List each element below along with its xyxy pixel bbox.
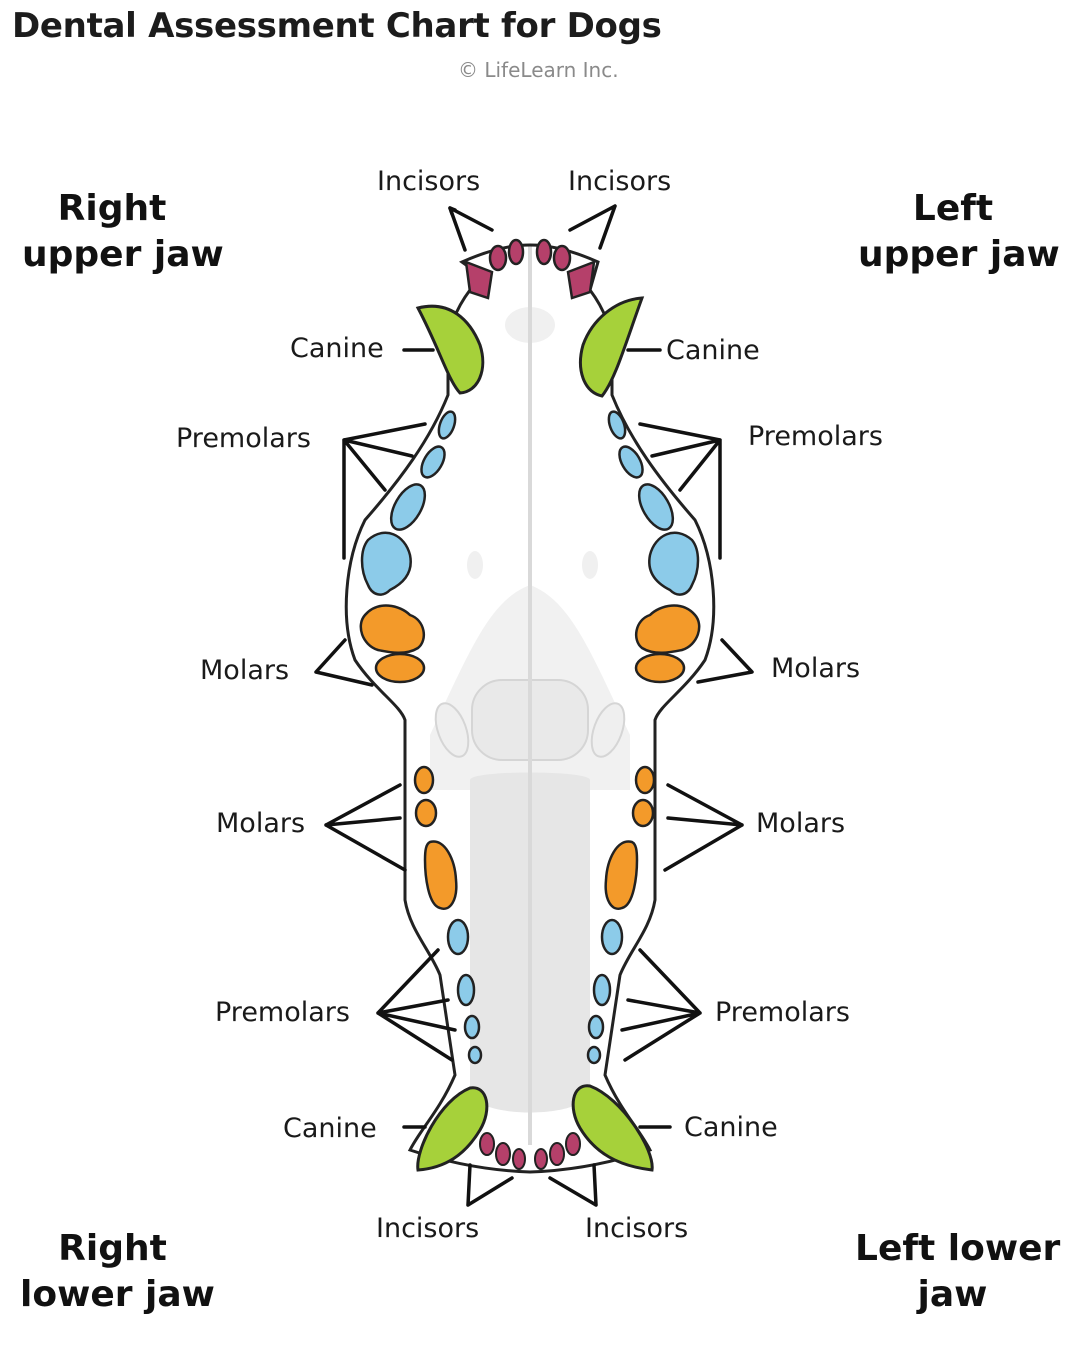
lower-left-premolars-label: Premolars — [715, 997, 850, 1028]
upper-right-molars-label: Molars — [200, 655, 290, 686]
upper-left-canine-label: Canine — [666, 335, 760, 366]
upper-right-incisors-label: Incisors — [377, 166, 481, 197]
upper-incisor-tooth — [566, 260, 596, 300]
lower-left-molars-label: Molars — [756, 808, 846, 839]
lower-right-incisors-label: Incisors — [376, 1213, 480, 1244]
upper-left-premolars-label: Premolars — [748, 421, 883, 452]
pointer-lines — [314, 204, 754, 1207]
lower-left-incisors-label: Incisors — [585, 1213, 689, 1244]
lower-right-molars-label: Molars — [216, 808, 306, 839]
chart-title: Dental Assessment Chart for Dogs — [12, 6, 662, 46]
upper-incisor-tooth — [552, 244, 572, 272]
lower-right-premolars-label: Premolars — [215, 997, 350, 1028]
lower-left-canine-label: Canine — [684, 1112, 778, 1143]
lower-right-canine-label: Canine — [283, 1113, 377, 1144]
upper-right-canine-label: Canine — [290, 333, 384, 364]
upper-incisor-tooth — [535, 238, 553, 266]
upper-left-incisors-label: Incisors — [568, 166, 672, 197]
upper-right-premolars-label: Premolars — [176, 423, 311, 454]
lower-molars — [413, 765, 656, 910]
upper-incisors — [464, 238, 596, 300]
arrow-heads — [448, 206, 457, 216]
upper-left-molars-label: Molars — [771, 653, 861, 684]
upper-molars — [359, 604, 701, 684]
lower-premolars — [446, 918, 624, 1065]
lower-incisors — [479, 1132, 581, 1170]
upper-incisor-tooth — [488, 244, 508, 272]
upper-incisor-tooth — [507, 238, 525, 266]
mouth-background — [430, 245, 630, 1145]
upper-canines — [415, 296, 645, 398]
upper-premolars — [360, 410, 700, 596]
copyright-credit: © LifeLearn Inc. — [458, 58, 619, 82]
upper-incisor-tooth — [464, 260, 494, 300]
lower-canines — [416, 1084, 654, 1172]
